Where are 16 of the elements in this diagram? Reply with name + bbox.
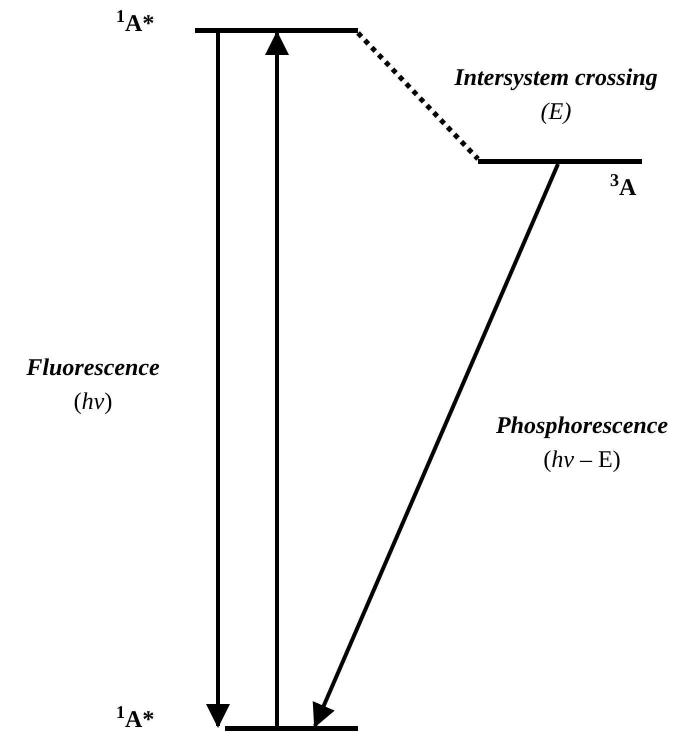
arrow: [206, 33, 230, 728]
energy-level: [225, 726, 358, 731]
energy-level: [478, 159, 642, 164]
arrow: [265, 31, 289, 726]
arrow: [312, 163, 560, 728]
process-label: Fluorescence: [26, 356, 160, 380]
process-label: (hv – E): [543, 448, 621, 472]
dotted-line: [356, 31, 480, 161]
energy-level: [195, 28, 358, 33]
process-label: Phosphorescence: [496, 414, 668, 438]
process-label: Intersystem crossing: [454, 66, 658, 90]
process-label: (hv): [74, 390, 112, 414]
state-label: $^{1}$A*: [116, 708, 154, 732]
process-label: (E): [540, 100, 572, 124]
state-label: $^{3}$A: [610, 176, 636, 200]
state-label: $^{1}$A*: [116, 12, 154, 36]
